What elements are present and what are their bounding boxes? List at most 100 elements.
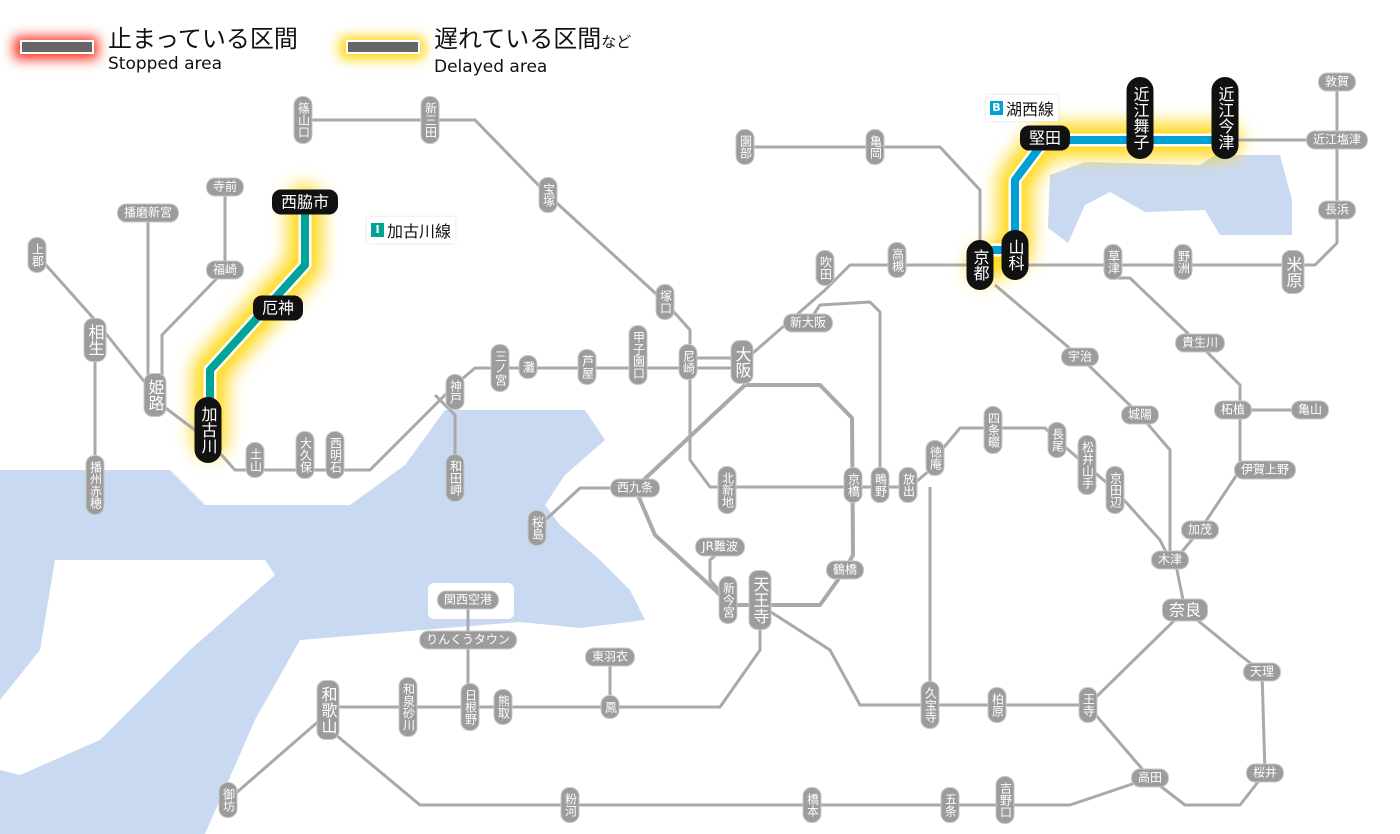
station-normal[interactable]: 播州赤穂 [85,455,105,515]
delayed-label-en: Delayed area [434,57,548,77]
station-affected[interactable]: 京都 [966,240,994,290]
station-normal[interactable]: 和歌山 [316,680,340,740]
station-affected[interactable]: 近江舞子 [1126,77,1154,159]
delayed-swatch [346,40,420,54]
station-normal[interactable]: 甲子園口 [628,325,648,385]
legend-stopped: 止まっている区間 Stopped area [20,24,298,74]
station-normal[interactable]: 新大阪 [782,313,834,333]
line-name: 加古川線 [387,222,452,241]
lake-biwa [1048,155,1292,243]
station-normal[interactable]: 柏原 [987,687,1007,723]
station-normal[interactable]: 北新地 [717,466,737,514]
station-normal[interactable]: 城陽 [1120,405,1160,425]
station-normal[interactable]: 東羽衣 [584,647,636,667]
station-normal[interactable]: 土山 [245,442,265,478]
station-normal[interactable]: 京田辺 [1105,466,1125,514]
station-normal[interactable]: 米原 [1281,250,1305,294]
station-normal[interactable]: 和泉砂川 [398,677,418,737]
station-normal[interactable]: 御坊 [218,782,238,818]
station-normal[interactable]: 相生 [83,318,107,362]
station-normal[interactable]: 近江塩津 [1305,130,1369,150]
station-normal[interactable]: 灘 [518,355,538,379]
station-normal[interactable]: 園部 [735,129,755,165]
station-normal[interactable]: 貴生川 [1174,333,1226,353]
line-name: 湖西線 [1006,100,1055,119]
station-normal[interactable]: 加茂 [1180,520,1220,540]
station-normal[interactable]: 草津 [1103,244,1123,280]
station-normal[interactable]: 放出 [898,467,918,503]
station-normal[interactable]: 上郡 [27,237,47,273]
station-normal[interactable]: 宝塚 [538,177,558,213]
station-normal[interactable]: 長浜 [1317,200,1357,220]
station-normal[interactable]: 吉野口 [995,776,1015,824]
station-normal[interactable]: 天理 [1242,662,1282,682]
station-normal[interactable]: 粉河 [560,787,580,823]
station-normal[interactable]: 塚口 [655,284,675,320]
station-normal[interactable]: 三ノ宮 [490,344,510,392]
station-normal[interactable]: 鶴橋 [825,560,865,580]
station-normal[interactable]: 亀山 [1290,400,1330,420]
station-normal[interactable]: 姫路 [143,373,167,417]
station-normal[interactable]: 松井山手 [1077,435,1097,495]
station-normal[interactable]: 天王寺 [748,570,772,630]
station-affected[interactable]: 厄神 [252,295,304,321]
station-normal[interactable]: 西九条 [609,478,661,498]
station-normal[interactable]: 伊賀上野 [1233,460,1297,480]
station-affected[interactable]: 山科 [1001,230,1029,280]
station-normal[interactable]: 寺前 [205,177,245,197]
station-normal[interactable]: 王寺 [1078,687,1098,723]
station-normal[interactable]: 高槻 [887,242,907,278]
station-normal[interactable]: 野洲 [1173,244,1193,280]
station-normal[interactable]: 奈良 [1161,598,1209,622]
station-affected[interactable]: 近江今津 [1211,77,1239,159]
station-normal[interactable]: 徳庵 [925,440,945,476]
station-normal[interactable]: 新今宮 [718,576,738,624]
station-affected[interactable]: 加古川 [194,397,222,463]
station-normal[interactable]: 篠山口 [293,96,313,144]
station-normal[interactable]: 亀岡 [865,129,885,165]
station-normal[interactable]: りんくうタウン [419,630,517,650]
station-normal[interactable]: 熊取 [493,689,513,725]
station-normal[interactable]: 芦屋 [577,349,597,385]
station-normal[interactable]: 久宝寺 [920,681,940,729]
delayed-label-suffix: など [601,33,632,51]
line-label-kakogawa[interactable]: I 加古川線 [367,217,456,243]
stopped-label-en: Stopped area [108,54,223,74]
station-normal[interactable]: 桜島 [527,510,547,546]
station-normal[interactable]: 尼崎 [678,344,698,380]
station-normal[interactable]: JR難波 [695,537,745,557]
stopped-swatch [20,40,94,54]
station-normal[interactable]: 長尾 [1047,422,1067,458]
station-normal[interactable]: 大阪 [730,340,754,384]
station-normal[interactable]: 播磨新宮 [116,203,180,223]
station-normal[interactable]: 高田 [1130,768,1170,788]
station-normal[interactable]: 神戸 [445,374,465,410]
osaka-bay-water [0,410,645,834]
station-normal[interactable]: 木津 [1150,550,1190,570]
station-normal[interactable]: 鴫野 [870,467,890,503]
station-normal[interactable]: 桜井 [1245,763,1285,783]
station-normal[interactable]: 宇治 [1060,347,1100,367]
station-normal[interactable]: 敦賀 [1317,72,1357,92]
station-affected[interactable]: 堅田 [1019,125,1071,151]
station-normal[interactable]: 五条 [940,787,960,823]
station-normal[interactable]: 福崎 [205,260,245,280]
station-normal[interactable]: 吹田 [815,250,835,286]
station-normal[interactable]: 柘植 [1213,400,1253,420]
station-affected[interactable]: 西脇市 [271,189,339,215]
station-normal[interactable]: 和田岬 [445,454,465,502]
station-normal[interactable]: 日根野 [460,683,480,731]
station-normal[interactable]: 大久保 [295,431,315,479]
line-badge-icon: B [990,101,1003,115]
station-normal[interactable]: 鳳 [600,695,620,719]
line-label-kosei[interactable]: B 湖西線 [986,95,1059,121]
station-normal[interactable]: 新三田 [420,96,440,144]
station-normal[interactable]: 西明石 [325,431,345,479]
station-normal[interactable]: 関西空港 [436,590,500,610]
station-normal[interactable]: 橋本 [802,787,822,823]
station-normal[interactable]: 四条畷 [983,406,1003,454]
delayed-label-main: 遅れている区間 [434,25,602,53]
stopped-label-ja: 止まっている区間 [108,25,298,53]
station-normal[interactable]: 京橋 [843,467,863,503]
legend-delayed: 遅れている区間など Delayed area [346,24,631,77]
